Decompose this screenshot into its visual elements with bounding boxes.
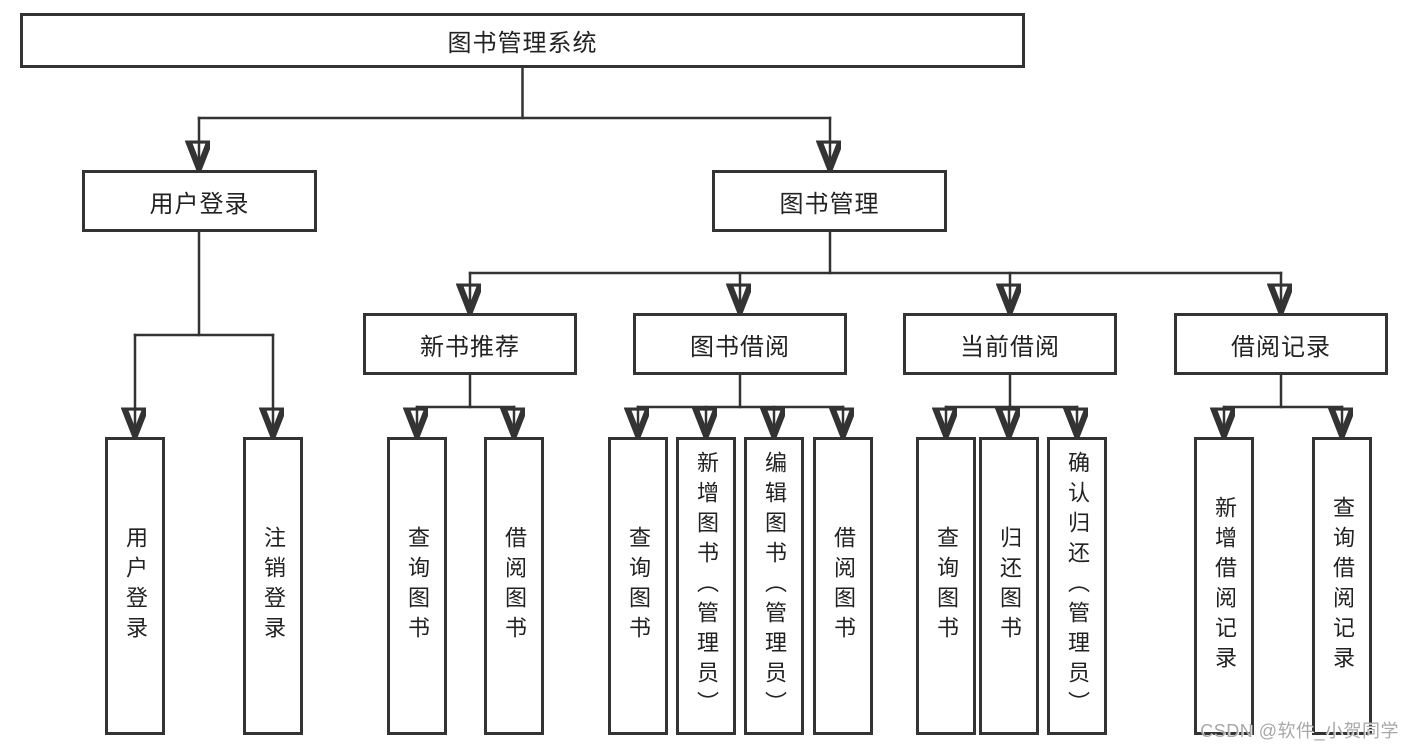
connector-current-borrowing-branch bbox=[946, 373, 1077, 435]
leaf-query-borrow-record: 查询借阅记录 bbox=[1312, 437, 1372, 735]
connector-borrowing-records-branch bbox=[1224, 373, 1342, 435]
leaf-add-borrow-record: 新增借阅记录 bbox=[1194, 437, 1254, 735]
node-new-book-recommendation: 新书推荐 bbox=[363, 313, 577, 375]
connector-book-borrowing-branch bbox=[638, 373, 843, 435]
leaf-logout-login: 注销登录 bbox=[243, 437, 303, 735]
leaf-query-books-recommend: 查询图书 bbox=[387, 437, 447, 735]
connector-root-to-level2 bbox=[199, 66, 830, 168]
node-user-login: 用户登录 bbox=[82, 170, 317, 232]
connector-new-book-branch bbox=[417, 373, 514, 435]
leaf-user-login: 用户登录 bbox=[105, 437, 165, 735]
leaf-edit-books-admin: 编辑图书（管理员） bbox=[744, 437, 804, 735]
leaf-return-books: 归还图书 bbox=[979, 437, 1039, 735]
leaf-add-books-admin: 新增图书（管理员） bbox=[676, 437, 736, 735]
node-book-borrowing: 图书借阅 bbox=[633, 313, 847, 375]
leaf-query-books-borrowing: 查询图书 bbox=[608, 437, 668, 735]
leaf-borrow-books-recommend: 借阅图书 bbox=[484, 437, 544, 735]
connector-user-login-branch bbox=[135, 230, 273, 435]
node-library-management-system: 图书管理系统 bbox=[20, 13, 1025, 68]
leaf-confirm-return-admin: 确认归还（管理员） bbox=[1047, 437, 1107, 735]
node-current-borrowing: 当前借阅 bbox=[903, 313, 1117, 375]
leaf-borrow-books: 借阅图书 bbox=[813, 437, 873, 735]
node-book-management: 图书管理 bbox=[712, 170, 947, 232]
watermark: CSDN @软件_小贺同学 bbox=[1200, 721, 1399, 741]
connector-book-management-to-level3 bbox=[470, 230, 1281, 311]
leaf-query-books-current: 查询图书 bbox=[916, 437, 976, 735]
node-borrowing-records: 借阅记录 bbox=[1174, 313, 1388, 375]
